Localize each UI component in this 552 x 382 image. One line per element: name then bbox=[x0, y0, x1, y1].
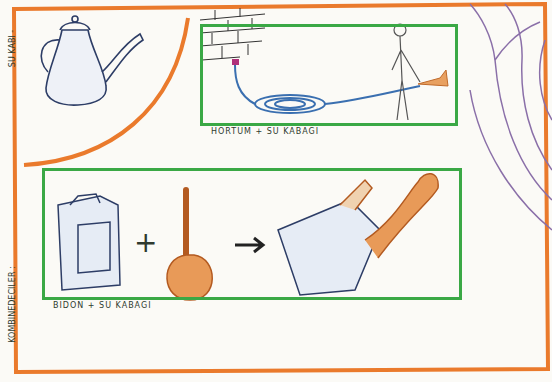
gourd bbox=[167, 190, 212, 300]
frame bbox=[14, 4, 548, 372]
jerrycan bbox=[58, 194, 120, 290]
hose bbox=[235, 65, 420, 113]
teapot bbox=[41, 16, 143, 105]
panel-caption: BIDON + SU KABAGI bbox=[53, 301, 152, 310]
tap bbox=[232, 59, 239, 65]
brick-wall bbox=[200, 8, 265, 60]
combined-can bbox=[278, 174, 438, 295]
arrow bbox=[235, 238, 263, 252]
arc bbox=[24, 18, 188, 165]
margin-note: SU KABI - bbox=[8, 30, 17, 67]
plus-sign: + bbox=[134, 226, 157, 259]
sketch-panel: BIDON + SU KABAGI bbox=[42, 168, 462, 300]
tree-branches bbox=[470, 4, 552, 230]
panel-caption: HORTUM + SU KABAGI bbox=[211, 127, 319, 136]
person bbox=[392, 24, 420, 120]
nozzle bbox=[418, 70, 448, 86]
sketch-panel: HORTUM + SU KABAGI bbox=[200, 24, 458, 126]
margin-note: KOMBINEDECILER : bbox=[8, 266, 17, 342]
